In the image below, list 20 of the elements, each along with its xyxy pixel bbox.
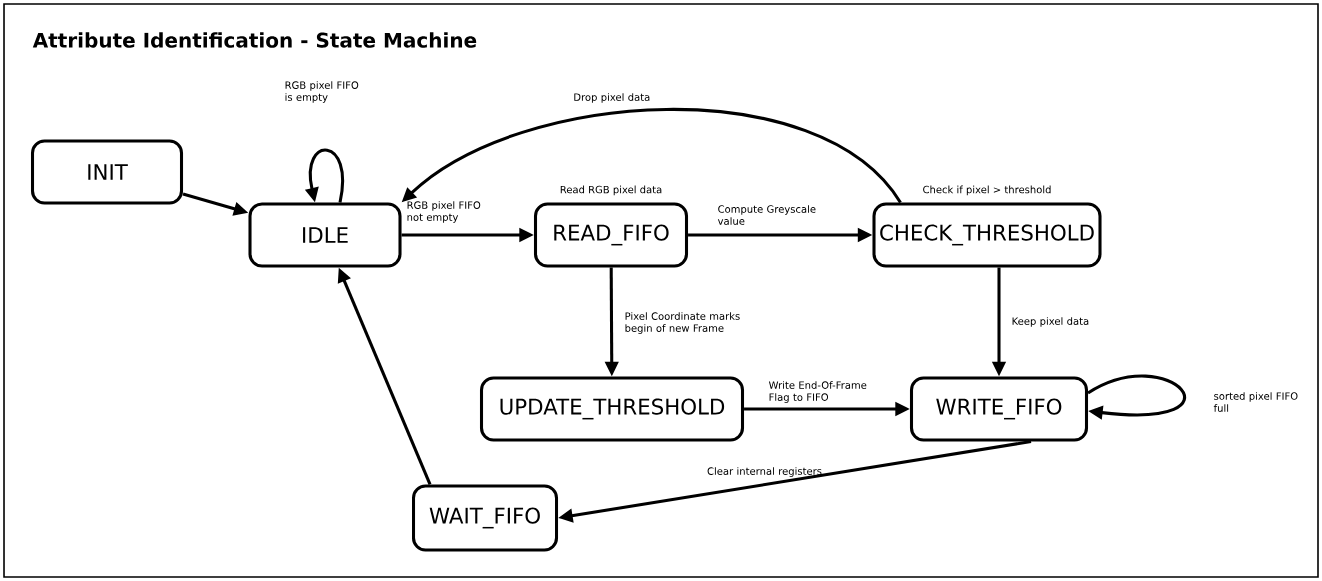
edge-label: Write End-Of-Frame Flag to FIFO	[768, 381, 867, 403]
edge-label: Keep pixel data	[1012, 317, 1089, 327]
state-box: WRITE_FIFO	[909, 376, 1089, 442]
state-caption: Check if pixel > threshold	[923, 185, 1051, 196]
edge-label: Compute Greyscale value	[717, 205, 816, 225]
arrow	[1087, 374, 1186, 420]
state-box: CHECK_THRESHOLD	[872, 202, 1102, 268]
edge-label: Clear internal registers	[707, 467, 822, 477]
edge-label: Drop pixel data	[574, 93, 650, 103]
edge-label: Pixel Coordinate marks begin of new Frame	[625, 312, 740, 334]
state-caption: Read RGB pixel data	[560, 185, 662, 196]
state-box: WAIT_FIFO	[411, 484, 559, 552]
state-box: INIT	[30, 139, 184, 205]
state-box: UPDATE_THRESHOLD	[479, 376, 745, 442]
title: Attribute Identification - State Machine	[32, 32, 477, 48]
state-box: READ_FIFO	[533, 202, 689, 268]
edge-label: sorted pixel FIFO full	[1213, 392, 1298, 412]
state-box: IDLE	[248, 202, 402, 268]
edge-label: RGB pixel FIFO is empty	[285, 81, 359, 103]
edge-label: RGB pixel FIFO not empty	[407, 201, 481, 223]
